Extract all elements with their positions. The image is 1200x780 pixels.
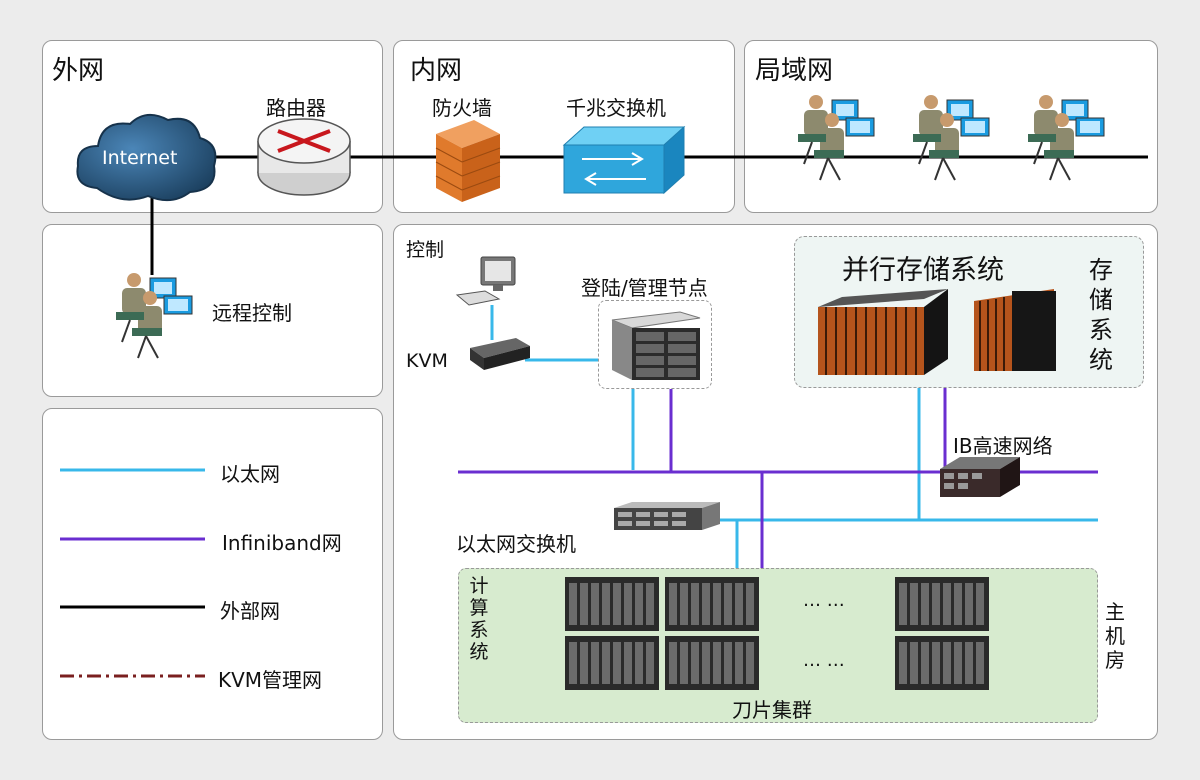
- ethernet-switch-label: 以太网交换机: [456, 532, 576, 556]
- lan-users-icon: [913, 95, 990, 181]
- outer-net-title: 外网: [52, 56, 105, 86]
- blade-server-icon: [565, 577, 659, 631]
- internet-label: Internet: [102, 147, 178, 169]
- blade-cluster-label: 刀片集群: [732, 698, 812, 722]
- login-node-label: 登陆/管理节点: [581, 276, 708, 300]
- remote-panel: [42, 224, 383, 397]
- storage-side-label: 存储系统: [1089, 256, 1113, 374]
- inner-net-title: 内网: [410, 56, 463, 86]
- ellipsis-row-2: … …: [803, 650, 845, 671]
- legend-label-infiniband: Infiniband网: [222, 531, 342, 555]
- remote-users-icon: [116, 273, 193, 359]
- compute-system-label: 计算系统: [469, 575, 489, 663]
- lan-title: 局域网: [755, 56, 834, 86]
- router-label: 路由器: [266, 96, 326, 120]
- legend-label-ethernet: 以太网: [220, 462, 280, 486]
- compute-box: [458, 568, 1098, 723]
- main-room-label: 主机房: [1105, 600, 1125, 672]
- legend-swatches: [60, 468, 205, 678]
- ib-switch-icon: [940, 457, 1020, 497]
- internet-cloud-icon: [76, 113, 217, 202]
- kvm-label: KVM: [406, 350, 448, 372]
- ellipsis-row-1: … …: [803, 590, 845, 611]
- firewall-label: 防火墙: [432, 96, 492, 120]
- legend-label-external: 外部网: [220, 599, 280, 623]
- storage-racks-icon: [818, 289, 1056, 375]
- storage-title: 并行存储系统: [842, 255, 1004, 286]
- blade-server-icon: [665, 636, 759, 690]
- legend-panel: [42, 408, 383, 740]
- gigabit-switch-icon: [562, 125, 686, 195]
- blade-server-icon: [665, 577, 759, 631]
- blade-server-icon: [895, 636, 989, 690]
- firewall-icon: [435, 120, 501, 202]
- lan-users-icon: [1028, 95, 1105, 181]
- blade-server-icon: [565, 636, 659, 690]
- blade-server-icon: [895, 577, 989, 631]
- ib-network-label: IB高速网络: [953, 434, 1053, 458]
- router-icon: [257, 118, 351, 196]
- kvm-icon: [470, 338, 530, 370]
- ethernet-switch-icon: [614, 502, 720, 530]
- legend-label-kvm: KVM管理网: [218, 668, 323, 692]
- login-node-icon: [611, 311, 701, 380]
- lan-users-icon: [798, 95, 875, 181]
- control-label: 控制: [406, 239, 445, 261]
- remote-control-label: 远程控制: [212, 301, 292, 325]
- gigabit-switch-label: 千兆交换机: [566, 96, 666, 120]
- workstation-icon: [455, 256, 516, 306]
